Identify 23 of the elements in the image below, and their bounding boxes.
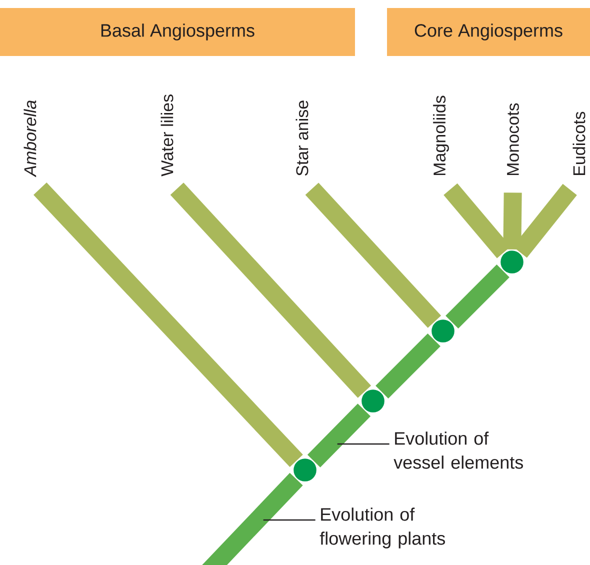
taxon-label: Star anise — [296, 100, 308, 176]
taxon-label: Water lilies — [160, 94, 174, 176]
taxon-label: Amborella — [24, 100, 36, 178]
tree-branch — [170, 182, 372, 398]
tree-branch — [307, 404, 371, 468]
tree-branch — [376, 334, 440, 398]
tree-branch — [503, 192, 522, 250]
header-band: Basal Angiosperms — [0, 8, 355, 56]
taxon-label: Monocots — [507, 103, 519, 175]
leader-line — [337, 443, 390, 445]
header-band: Core Angiosperms — [387, 8, 590, 56]
tree-branch — [305, 182, 442, 328]
leader-line — [263, 519, 316, 521]
tree-branch — [34, 182, 303, 467]
taxon-label: Eudicots — [572, 112, 586, 175]
branch-node — [430, 318, 456, 344]
tree-branch — [446, 264, 510, 328]
annotation-text: Evolution of flowering plants — [320, 508, 445, 548]
branch-node — [292, 457, 318, 483]
annotation-text: Evolution of vessel elements — [394, 432, 523, 469]
branch-node — [360, 388, 386, 414]
taxon-label: Magnoliids — [433, 96, 449, 175]
branch-node — [499, 249, 525, 275]
